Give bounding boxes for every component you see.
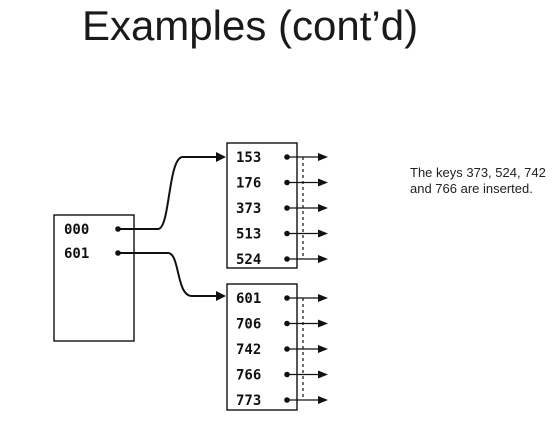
arrowhead [318,294,328,302]
arrowhead [318,229,328,238]
arrowhead [216,291,226,301]
bucket-key: 524 [236,252,261,268]
arrowhead [318,178,328,187]
arrowhead [318,345,328,353]
directory-entry: 000 [64,222,89,238]
bucket-key: 601 [236,291,261,307]
connector-000 [118,156,216,230]
bucket-key: 773 [236,393,261,409]
arrowhead [318,396,328,404]
bucket-key: 176 [236,176,261,192]
bucket-box-2 [226,283,298,411]
bucket-box-1 [226,142,298,269]
bucket-key: 742 [236,342,261,358]
bucket-key: 153 [236,150,261,166]
arrowhead [318,319,328,328]
bucket-2-keys: 601 706 742 766 773 [236,291,328,409]
bucket-key: 373 [236,201,261,217]
bucket-key: 766 [236,368,261,384]
arrowhead [318,153,328,161]
bucket-key: 513 [236,227,261,243]
arrowhead [318,370,328,379]
connector-601 [118,252,216,297]
arrowhead [216,152,226,162]
directory-entry: 601 [64,246,89,262]
directory-box [53,214,135,342]
arrowhead [318,204,328,212]
bucket-key: 706 [236,317,261,333]
insertion-note: The keys 373, 524, 742 and 766 are inser… [410,165,546,196]
slide-title: Examples (cont’d) [81,2,419,49]
bucket-1-keys: 153 176 373 513 524 [236,150,328,268]
arrowhead [318,255,328,263]
